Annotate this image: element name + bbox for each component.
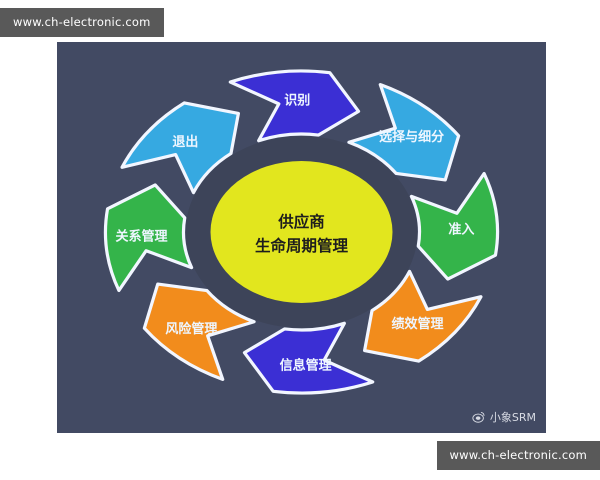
stage-arrow-select[interactable] bbox=[347, 82, 461, 182]
stage-arrow-group bbox=[103, 69, 500, 395]
stage-label-identify: 识别 bbox=[284, 94, 310, 109]
stage-label-select: 选择与细分 bbox=[379, 129, 444, 145]
stage-arrow-identify[interactable] bbox=[228, 69, 361, 143]
stage-label-performance: 绩效管理 bbox=[392, 316, 444, 332]
weibo-icon bbox=[472, 411, 485, 423]
center-ellipse bbox=[210, 161, 393, 303]
stage-label-exit: 退出 bbox=[172, 134, 198, 150]
watermark-top: www.ch-electronic.com bbox=[0, 8, 164, 37]
stage-arrow-performance[interactable] bbox=[363, 269, 483, 363]
stage-arrow-risk[interactable] bbox=[142, 282, 256, 382]
center-label-line1: 供应商 bbox=[277, 212, 325, 231]
center-core: 供应商 生命周期管理 bbox=[210, 161, 393, 303]
stage-arrow-information[interactable] bbox=[242, 321, 375, 395]
weibo-credit: 小象SRM bbox=[472, 409, 536, 425]
weibo-credit-label: 小象SRM bbox=[489, 411, 536, 424]
stage-label-information: 信息管理 bbox=[280, 357, 332, 373]
center-label-line2: 生命周期管理 bbox=[255, 236, 349, 255]
stage-arrow-admission[interactable] bbox=[409, 171, 500, 281]
stage-arrow-relationship[interactable] bbox=[103, 183, 194, 293]
stage-label-admission: 准入 bbox=[448, 222, 474, 238]
stage-label-risk: 风险管理 bbox=[165, 321, 217, 337]
stage-label-relationship: 关系管理 bbox=[116, 228, 168, 244]
stage-arrow-exit[interactable] bbox=[120, 101, 240, 195]
diagram-panel: 供应商 生命周期管理 识别选择与细分准入绩效管理信息管理 风险管理 关系管理 退出 小… bbox=[57, 42, 546, 433]
watermark-bottom: www.ch-electronic.com bbox=[436, 441, 600, 470]
